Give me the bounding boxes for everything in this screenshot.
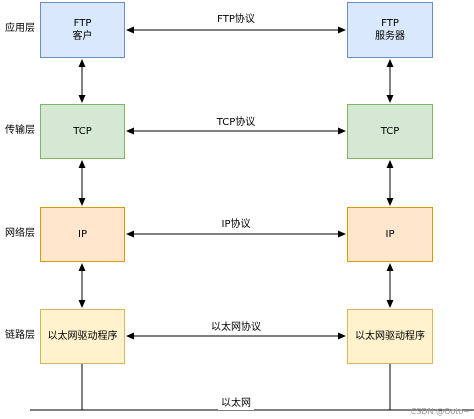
csdn-watermark: CSDN @Ooto~ [410, 407, 470, 416]
tcp-left-label: TCP [73, 126, 92, 137]
layer-label-transport: 传输层 [5, 125, 35, 136]
ip-right-label: IP [385, 229, 395, 240]
tcp-protocol-label: TCP协议 [213, 117, 259, 129]
ip-protocol-label: IP协议 [218, 219, 254, 231]
ftp-client-line-2: 客户 [72, 31, 93, 42]
ftp-server-line-1: FTP [381, 18, 399, 29]
ethernet-driver-left-box: 以太网驱动程序 [40, 309, 125, 364]
ip-right-box: IP [347, 207, 433, 262]
ftp-client-box: FTP 客户 [40, 2, 125, 58]
ethernet-driver-left-label: 以太网驱动程序 [47, 331, 118, 342]
ethernet-driver-right-box: 以太网驱动程序 [347, 309, 433, 364]
ip-left-box: IP [40, 207, 125, 262]
ftp-server-line-2: 服务器 [375, 31, 405, 42]
ip-left-label: IP [78, 229, 87, 240]
layer-label-application: 应用层 [5, 23, 35, 34]
ethernet-network-label: 以太网 [218, 398, 254, 410]
tcp-left-box: TCP [40, 104, 125, 159]
ethernet-driver-right-label: 以太网驱动程序 [355, 331, 425, 342]
ftp-server-box: FTP 服务器 [347, 2, 433, 58]
layer-label-network: 网络层 [5, 228, 35, 239]
tcp-right-box: TCP [347, 104, 433, 159]
ftp-client-line-1: FTP [73, 18, 92, 29]
layer-label-link: 链路层 [5, 330, 35, 341]
ethernet-protocol-label: 以太网协议 [208, 322, 264, 334]
tcp-right-label: TCP [380, 126, 400, 137]
ftp-protocol-label: FTP协议 [214, 14, 258, 26]
